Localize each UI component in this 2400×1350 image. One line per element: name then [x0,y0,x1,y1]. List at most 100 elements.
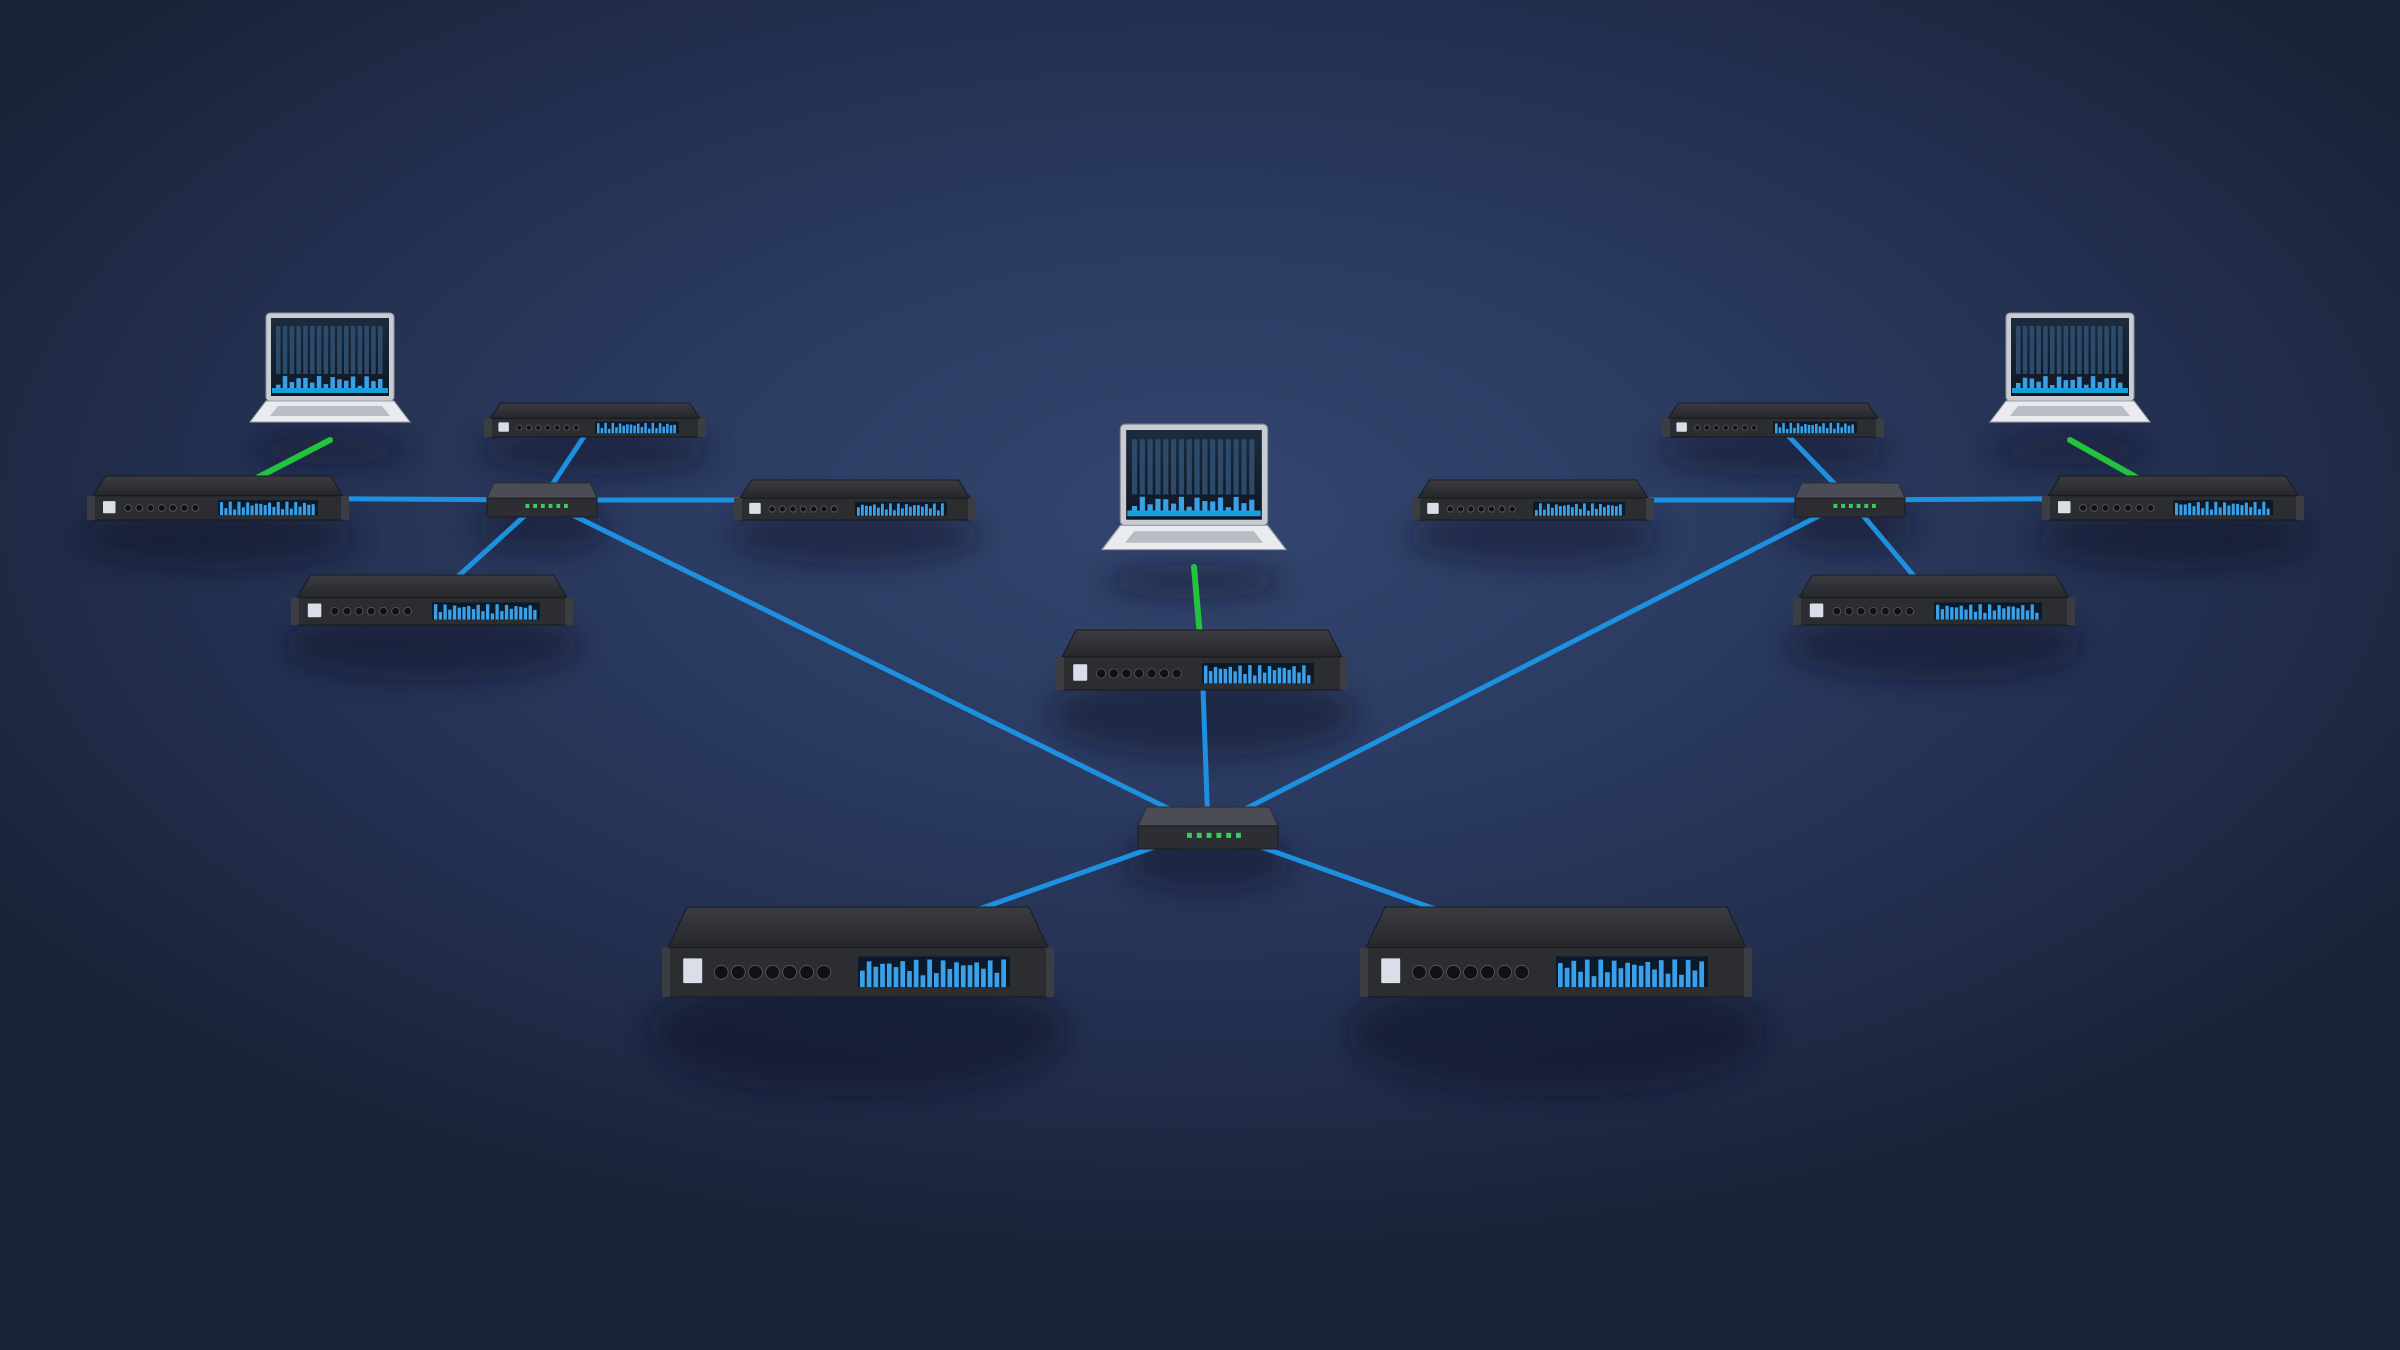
meter-bar [2006,606,2011,620]
meter-bar [1277,667,1282,684]
front-jack [1477,505,1485,513]
meter-bar [673,424,676,434]
daw-mixer-strip [289,326,295,374]
daw-level [2016,382,2021,392]
meter-bar [2227,505,2231,516]
meter-bar [1564,967,1570,988]
meter-bar [1292,666,1296,684]
brand-badge [103,501,116,514]
meter-bar [607,428,611,434]
meter-bar [1571,507,1574,516]
interface-top-panel [1798,574,2070,598]
meter-bar [471,608,476,620]
switch-port-led [1872,503,1876,509]
daw-mixer-strip [364,326,369,374]
meter-bar [1611,960,1617,988]
meter-bar [885,509,888,516]
meter-bar [2035,612,2039,620]
daw-mixer-strip [1186,439,1192,495]
rack-ear-left [87,495,95,520]
front-jack [2135,504,2144,512]
front-jack [135,504,144,512]
meter-bar [857,507,860,516]
meter-bar [600,427,604,434]
meter-bar [2253,501,2257,516]
daw-mixer-strip [2118,326,2123,374]
interface-top-panel [667,906,1049,948]
meter-bar [2262,501,2266,516]
daw-level [1163,499,1169,516]
switch-port-led [540,503,545,509]
front-jack [1508,505,1516,513]
meter-bar [666,423,669,434]
front-jack [1869,607,1878,616]
daw-mixer-strip [2022,326,2028,374]
brand-badge [749,502,761,514]
meter-bar [921,506,924,516]
meter-bar [1001,959,1006,988]
daw-mixer-strip [1131,439,1138,495]
meter-bar [237,501,241,516]
meter-bar [438,612,443,620]
meter-bar [2231,503,2235,516]
meter-bar [1983,612,1987,620]
interface-top-panel [489,402,701,419]
meter-bar [1973,611,1978,620]
daw-mixer-strip [1249,439,1255,495]
meter-bar [1218,668,1223,684]
daw-level [2029,378,2035,392]
meter-bar [533,609,537,620]
meter-bar [917,505,920,516]
meter-bar [994,972,1000,988]
meter-bar [307,504,311,516]
daw-level [364,376,369,392]
meter-bar [1959,605,1963,620]
rack-ear-left [1412,498,1420,520]
daw-level [371,381,376,392]
meter-bar [1685,959,1691,988]
front-jack [1411,964,1427,980]
meter-bar [1578,971,1583,988]
daw-mixer-strip [2097,326,2103,374]
switch-port-led [1187,832,1192,838]
laptop-keyboard [2010,406,2130,416]
meter-bar [1782,422,1785,434]
meter-bar [220,502,224,516]
daw-mixer-strip [2090,326,2096,374]
meter-bar [443,604,447,620]
meter-bar [865,505,868,516]
front-jack [1905,607,1914,616]
meter-bar [1997,605,2001,620]
front-jack [1703,424,1710,431]
meter-bar [2236,503,2240,516]
meter-bar [860,970,865,988]
rack-ear-right [968,498,976,520]
daw-mixer-strip [1241,439,1247,495]
daw-mixer-strip [323,326,329,374]
daw-level [2043,376,2048,392]
daw-level [282,376,288,392]
switch-port-led [533,503,538,509]
brand-badge [2058,501,2071,514]
brand-badge [307,603,322,618]
daw-mixer-strip [2084,326,2089,374]
daw-level [2036,381,2041,392]
meter-bar [1825,427,1829,434]
meter-bar [1815,423,1818,434]
daw-level [2077,376,2082,392]
front-jack [379,607,388,616]
meter-bar [1547,503,1550,516]
front-jack [2146,504,2155,512]
meter-bar [490,613,495,620]
meter-bar [618,423,622,434]
meter-bar [1793,427,1796,434]
meter-bar [2209,509,2213,516]
front-jack [810,505,818,513]
meter-bar [1587,510,1590,516]
brand-badge [1809,603,1824,618]
rack-ear-left [2042,495,2050,520]
daw-mixer-strip [1225,439,1231,495]
meter-bar [2011,606,2015,620]
daw-level [2111,377,2116,392]
